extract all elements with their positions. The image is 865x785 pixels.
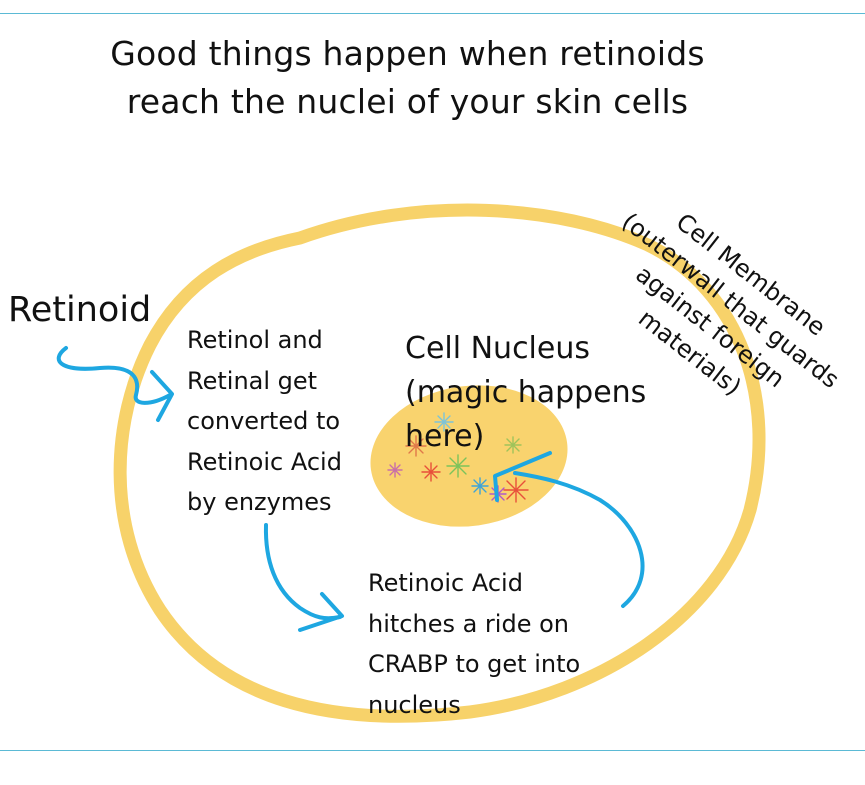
title-line-1: Good things happen when retinoids <box>110 34 705 73</box>
crabp-note-line: Retinoic Acid <box>368 569 523 597</box>
retinoid-entry-arrow <box>56 346 172 405</box>
enzyme-note-line: converted to <box>187 407 341 435</box>
nucleus-label-line: here) <box>405 419 485 454</box>
enzyme-conversion-note: Retinol and Retinal get converted to Ret… <box>187 320 342 523</box>
crabp-note-line: nucleus <box>368 690 461 719</box>
nucleus-label-line: (magic happens <box>405 375 647 410</box>
crabp-transport-arrow <box>513 471 645 608</box>
bottom-divider <box>0 750 865 751</box>
retinoid-label: Retinoid <box>8 290 152 330</box>
conversion-arrowhead <box>298 592 344 632</box>
fireworks-icon <box>387 412 529 503</box>
enzyme-note-line: Retinoic Acid <box>187 447 342 476</box>
diagram-title: Good things happen when retinoids reach … <box>0 30 815 126</box>
crabp-note-line: CRABP to get into <box>368 650 581 678</box>
cell-nucleus-label: Cell Nucleus (magic happens here) <box>405 327 646 459</box>
enzyme-note-line: by enzymes <box>187 488 332 516</box>
nucleus-label-line: Cell Nucleus <box>405 331 590 366</box>
enzyme-note-line: Retinal get <box>187 366 318 395</box>
enzyme-note-line: Retinol and <box>187 326 323 354</box>
title-line-2: reach the nuclei of your skin cells <box>126 82 689 121</box>
retinoid-entry-arrowhead <box>150 370 174 422</box>
crabp-note-line: hitches a ride on <box>368 609 569 638</box>
top-divider <box>0 13 865 14</box>
crabp-transport-arrowhead <box>493 451 552 502</box>
conversion-arrow <box>263 523 342 621</box>
crabp-transport-note: Retinoic Acid hitches a ride on CRABP to… <box>368 563 580 725</box>
